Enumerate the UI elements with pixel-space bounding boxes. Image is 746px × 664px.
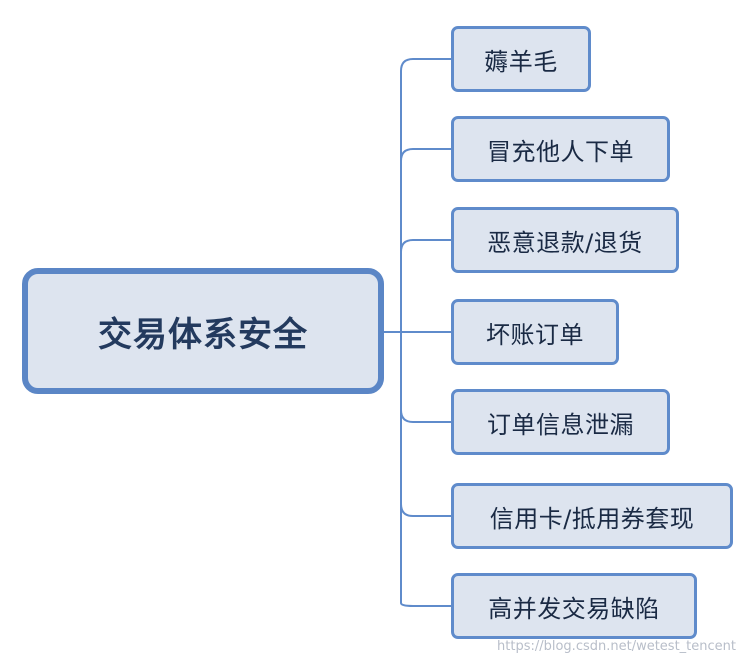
connector-branch-2 [400,148,451,162]
branch-node-label: 信用卡/抵用券套现 [489,504,695,533]
connector-branch-6 [400,503,451,517]
connector-branch-1 [400,58,451,332]
branch-node-label: 高并发交易缺陷 [488,594,660,623]
branch-node-concurrency-flaw: 高并发交易缺陷 [451,573,697,639]
branch-node-label: 订单信息泄漏 [487,410,634,439]
branch-node-label: 恶意退款/退货 [487,228,643,257]
branch-node-label: 冒充他人下单 [487,137,634,166]
branch-node-order-leak: 订单信息泄漏 [451,389,670,455]
branch-node-impersonation: 冒充他人下单 [451,116,670,182]
branch-node-freebie-abuse: 薅羊毛 [451,26,591,92]
branch-node-label: 坏账订单 [486,320,584,349]
connector-branch-3 [400,239,451,253]
root-node-label: 交易体系安全 [98,314,308,355]
root-node: 交易体系安全 [22,268,384,394]
connector-branch-5 [400,332,451,607]
branch-node-malicious-refund: 恶意退款/退货 [451,207,679,273]
connector-branch-5b [400,409,451,423]
branch-node-card-cashout: 信用卡/抵用券套现 [451,483,733,549]
branch-node-bad-debt-orders: 坏账订单 [451,299,619,365]
branch-node-label: 薅羊毛 [484,47,558,76]
watermark-text: https://blog.csdn.net/wetest_tencent [497,639,736,654]
